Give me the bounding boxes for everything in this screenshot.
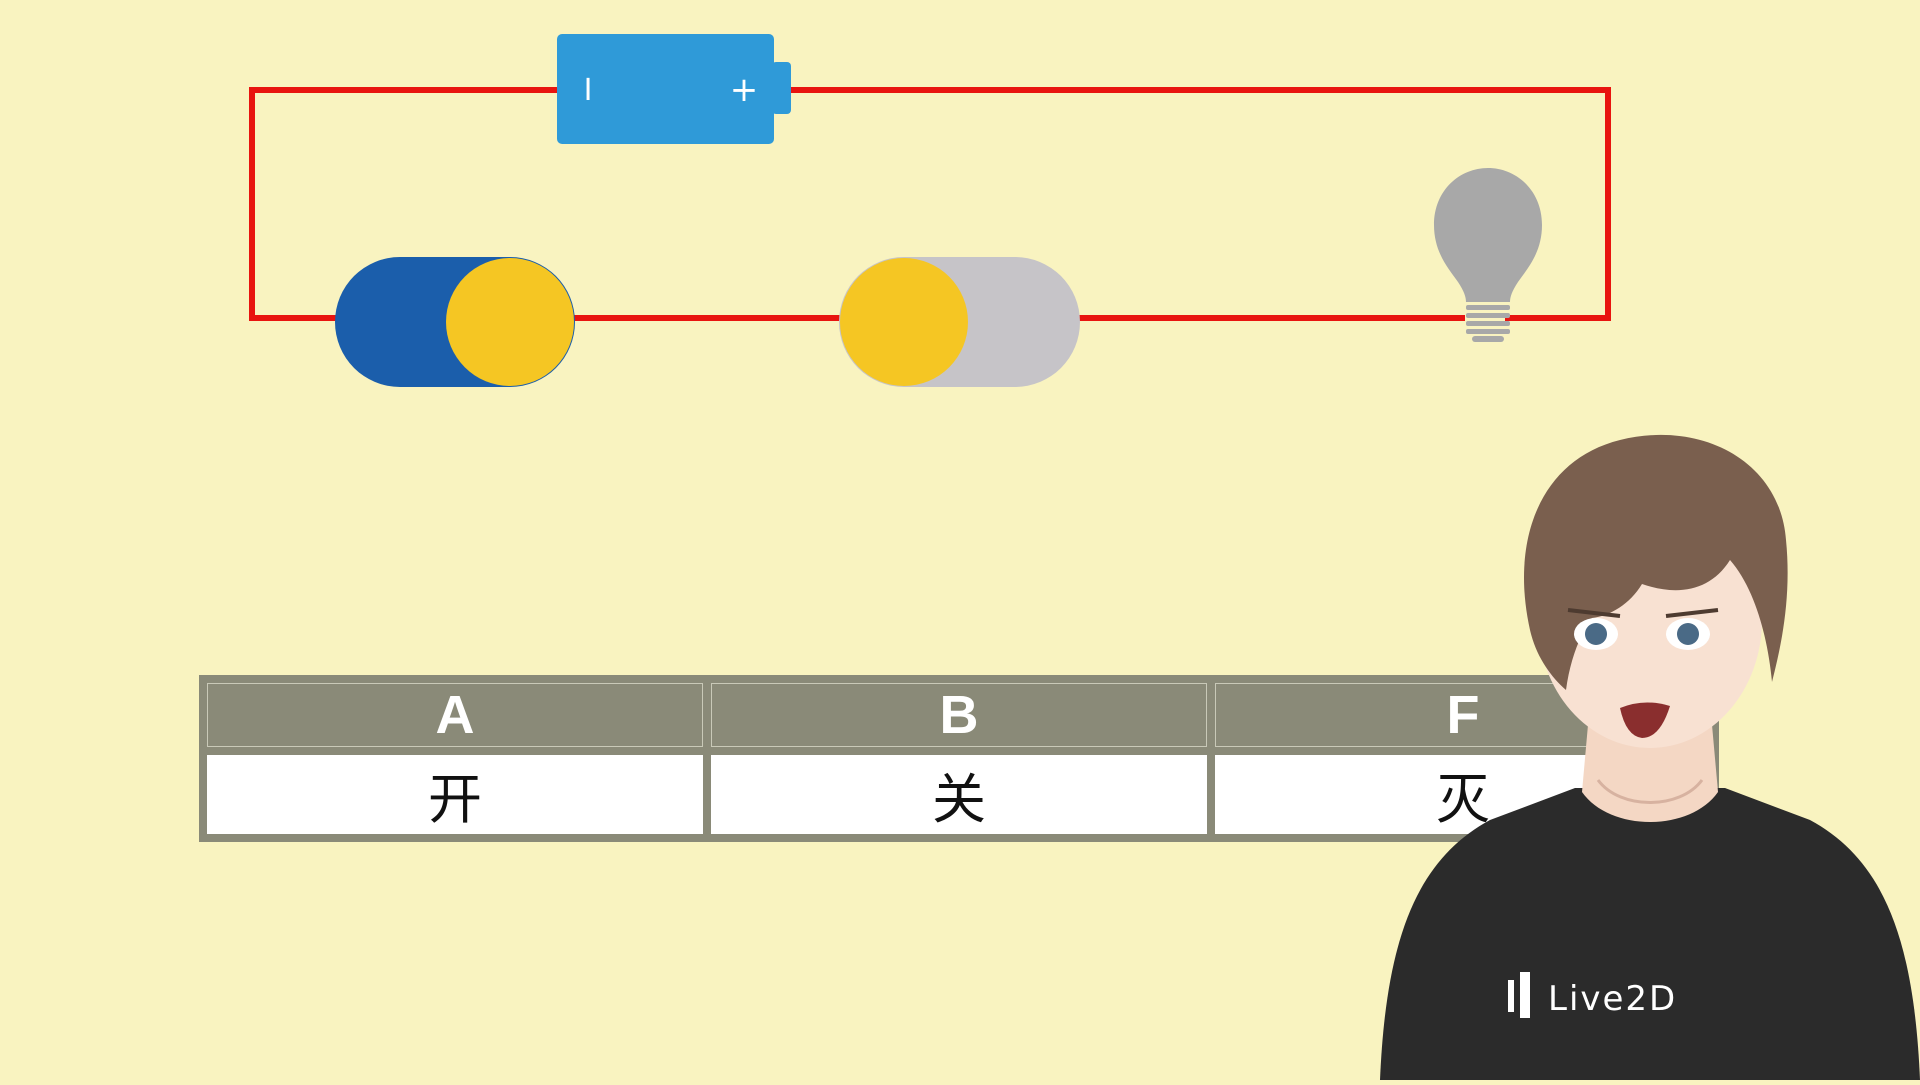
header-b: B	[711, 683, 1207, 747]
switch-a-knob[interactable]	[446, 258, 574, 386]
circuit-wires	[249, 87, 1611, 321]
avatar-hair	[1524, 434, 1788, 690]
avatar-brow-left	[1567, 608, 1621, 618]
battery-body	[557, 34, 774, 144]
shirt-logo-text: Live2D	[1548, 979, 1677, 1019]
avatar-shirt	[1380, 788, 1920, 1080]
battery-negative-symbol: I	[584, 73, 593, 108]
avatar: Live2D	[1380, 434, 1920, 1080]
wire-top-left	[249, 87, 560, 321]
avatar-brow-right	[1665, 608, 1719, 618]
avatar-mouth	[1620, 702, 1670, 738]
bulb-glass	[1434, 168, 1542, 302]
avatar-iris-right	[1677, 623, 1699, 645]
switch-a[interactable]	[335, 257, 575, 387]
battery-terminal	[772, 62, 791, 114]
lightbulb-icon	[1434, 168, 1542, 342]
live2d-logo-bar	[1520, 972, 1530, 1018]
header-a: A	[207, 683, 703, 747]
live2d-logo-icon	[1508, 980, 1514, 1012]
avatar-collar-shadow	[1596, 779, 1704, 804]
cell-a-value: 开	[207, 755, 703, 834]
truth-table-row: 开 关 灭	[207, 755, 1711, 834]
switch-b-knob[interactable]	[840, 258, 968, 386]
avatar-iris-left	[1585, 623, 1607, 645]
switch-b[interactable]	[839, 257, 1080, 387]
battery: I +	[557, 34, 791, 144]
bulb-base	[1466, 305, 1510, 342]
cell-b-value: 关	[711, 755, 1207, 834]
truth-table: A B F 开 关 灭	[199, 675, 1719, 842]
wire-top-right	[790, 87, 1611, 321]
battery-positive-symbol: +	[730, 70, 759, 110]
